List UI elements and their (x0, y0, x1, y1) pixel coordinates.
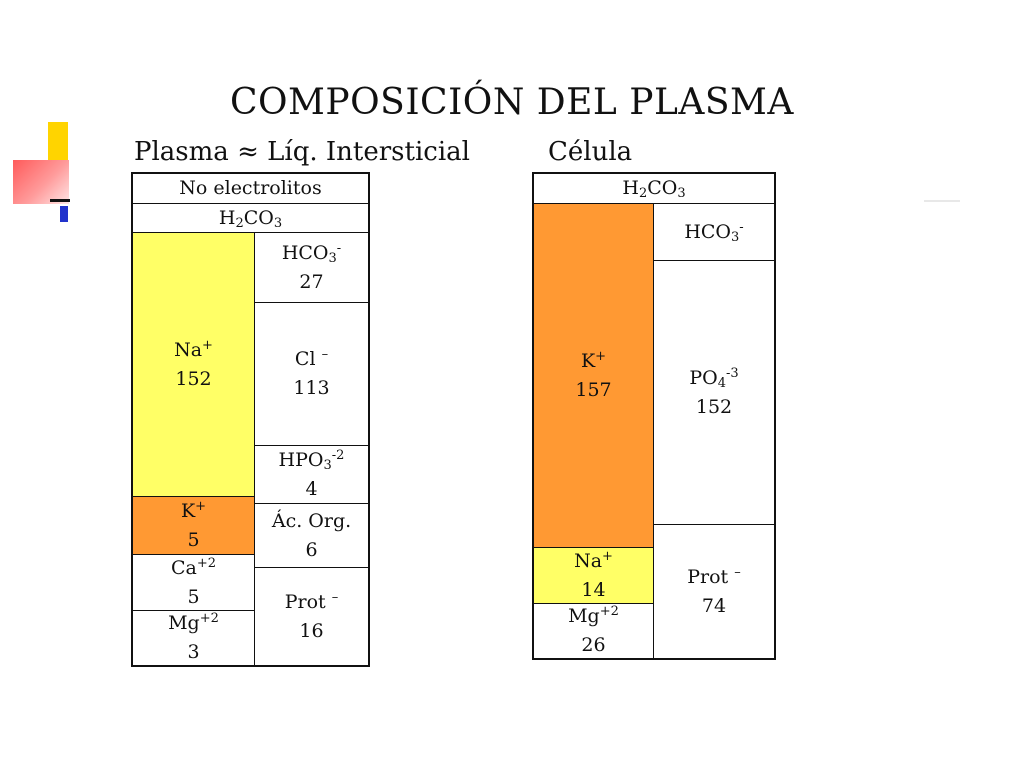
ion-value: 152 (175, 367, 212, 390)
ion-value: 6 (305, 538, 318, 561)
plasma-anion-organic-acids: Ác. Org. 6 (255, 503, 368, 567)
cell-anion-proteins: Prot – 74 (654, 524, 774, 658)
ion-label: HCO3- (684, 219, 744, 245)
ion-label: Prot – (687, 564, 741, 588)
plasma-anion-phosphate: HPO3-2 4 (255, 445, 368, 503)
cell-composition-panel: H2CO3 K+ 157 Na+ 14 Mg+2 26 HCO3- PO4-3 … (532, 172, 776, 660)
ion-label: K+ (580, 348, 607, 372)
ion-value: 4 (305, 477, 318, 500)
ion-label: Prot – (284, 589, 339, 613)
plasma-row-carbonic-acid: H2CO3 (133, 203, 368, 232)
decor-line (50, 199, 70, 202)
ion-label: K+ (180, 498, 207, 522)
row-label: No electrolitos (179, 177, 322, 199)
plasma-cation-sodium: Na+ 152 (133, 232, 255, 496)
plasma-anion-bicarbonate: HCO3- 27 (255, 232, 368, 302)
row-label: H2CO3 (218, 206, 283, 231)
plasma-cation-calcium: Ca+2 5 (133, 554, 255, 610)
ion-label: Na+ (174, 337, 213, 361)
cell-cation-magnesium: Mg+2 26 (534, 603, 654, 658)
ion-value: 157 (575, 378, 612, 401)
decor-light-bar (924, 200, 960, 202)
ion-value: 14 (581, 578, 606, 601)
ion-value: 3 (187, 641, 200, 663)
plasma-row-non-electrolytes: No electrolitos (133, 174, 368, 203)
ion-value: 16 (299, 619, 324, 642)
ion-label: HPO3-2 (278, 447, 345, 473)
cell-cation-potassium: K+ 157 (534, 203, 654, 547)
row-label: H2CO3 (622, 177, 686, 201)
plasma-cation-magnesium: Mg+2 3 (133, 610, 255, 665)
decor-blue-square (60, 206, 68, 222)
ion-value: 27 (299, 270, 324, 293)
ion-label: Ca+2 (170, 555, 217, 579)
page-title: COMPOSICIÓN DEL PLASMA (230, 82, 794, 123)
plasma-cation-potassium: K+ 5 (133, 496, 255, 554)
plasma-anion-chloride: Cl – 113 (255, 302, 368, 445)
plasma-composition-panel: No electrolitos H2CO3 Na+ 152 K+ 5 Ca+2 … (131, 172, 370, 667)
cell-anion-bicarbonate: HCO3- (654, 203, 774, 260)
ion-value: 26 (581, 634, 606, 656)
ion-label: HCO3- (281, 240, 342, 266)
ion-value: 113 (293, 377, 330, 399)
ion-label: Mg+2 (168, 611, 219, 634)
ion-value: 74 (701, 594, 727, 617)
ion-label: PO4-3 (689, 365, 739, 391)
cell-cation-sodium: Na+ 14 (534, 547, 654, 603)
ion-label: Cl – (294, 347, 329, 370)
cell-anion-phosphate: PO4-3 152 (654, 260, 774, 524)
cell-row-carbonic-acid: H2CO3 (534, 174, 774, 203)
ion-label: Ác. Org. (271, 509, 352, 532)
plasma-anion-proteins: Prot – 16 (255, 567, 368, 665)
ion-label: Na+ (574, 548, 613, 572)
decor-red-gradient-square (13, 160, 69, 204)
ion-label: Mg+2 (568, 604, 619, 627)
decor-yellow-square (48, 122, 68, 164)
ion-value: 5 (187, 585, 200, 608)
plasma-subtitle: Plasma ≈ Líq. Intersticial (134, 137, 470, 167)
ion-value: 152 (695, 395, 733, 418)
ion-value: 5 (187, 528, 200, 551)
cell-subtitle: Célula (548, 137, 633, 167)
